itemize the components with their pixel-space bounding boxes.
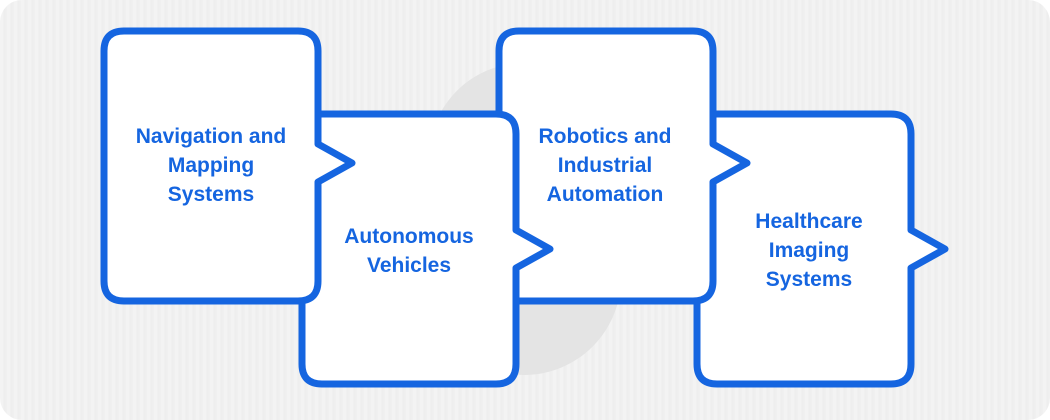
step-label-healthcare-imaging: Healthcare Imaging Systems	[755, 209, 863, 291]
card-navigation-mapping	[100, 27, 356, 305]
step-label-navigation-mapping: Navigation and Mapping Systems	[135, 124, 287, 206]
step-label-robotics-automation: Robotics and Industrial Automation	[538, 124, 672, 206]
card-robotics-automation	[495, 27, 751, 305]
step-label-autonomous-vehicles: Autonomous Vehicles	[344, 225, 474, 277]
